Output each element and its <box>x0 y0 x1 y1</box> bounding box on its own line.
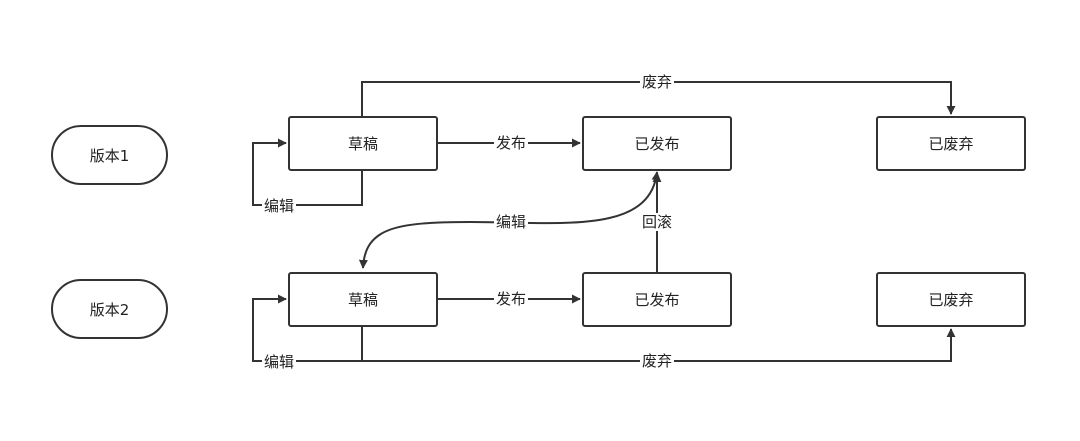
v1-edit-label: 编辑 <box>261 197 297 215</box>
rollback-label: 回滚 <box>639 213 675 231</box>
v1-draft-node: 草稿 <box>288 116 438 171</box>
v2-publish-label: 发布 <box>493 290 529 308</box>
v1-deprecate-label: 废弃 <box>639 73 675 91</box>
v2-deprecate-label: 废弃 <box>639 352 675 370</box>
cross-edit-label: 编辑 <box>493 213 529 231</box>
edge-edit-published-to-v2-draft <box>358 171 661 269</box>
v2-edit-label: 编辑 <box>261 353 297 371</box>
version-2-node: 版本2 <box>51 279 168 339</box>
v1-publish-label: 发布 <box>493 134 529 152</box>
version-1-node: 版本1 <box>51 125 168 185</box>
v1-published-node: 已发布 <box>582 116 732 171</box>
v2-published-node: 已发布 <box>582 272 732 327</box>
v2-draft-node: 草稿 <box>288 272 438 327</box>
v2-deprecated-node: 已废弃 <box>876 272 1026 327</box>
v1-deprecated-node: 已废弃 <box>876 116 1026 171</box>
